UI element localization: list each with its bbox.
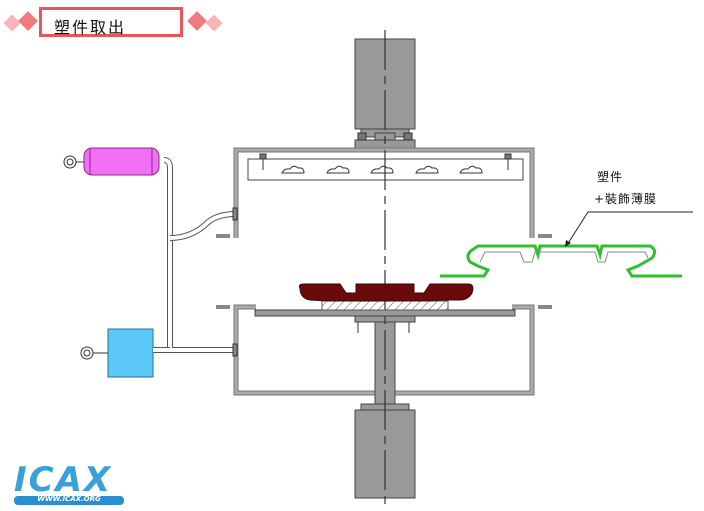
- formed-part-film: [440, 244, 682, 278]
- lower-chamber: [216, 304, 552, 413]
- label-decor-film: +裝飾薄膜: [594, 192, 658, 206]
- piping: [163, 157, 238, 357]
- logo-url: WWW.ICAX.ORG: [37, 495, 101, 503]
- label-part: 塑件: [597, 170, 624, 184]
- logo-bar: WWW.ICAX.ORG: [14, 495, 124, 505]
- title-box: 塑件取出: [39, 7, 183, 37]
- mold-part: [299, 283, 474, 311]
- vacuum-pump: [80, 328, 170, 378]
- leader-line: [565, 211, 693, 247]
- heater-elements: [281, 165, 483, 174]
- logo-text: ICAX: [14, 460, 113, 500]
- page-title: 塑件取出: [54, 18, 127, 37]
- icax-logo: ICAX WWW.ICAX.ORG: [6, 460, 130, 506]
- upper-chamber: [216, 147, 552, 238]
- vacuum-tank: [63, 147, 160, 176]
